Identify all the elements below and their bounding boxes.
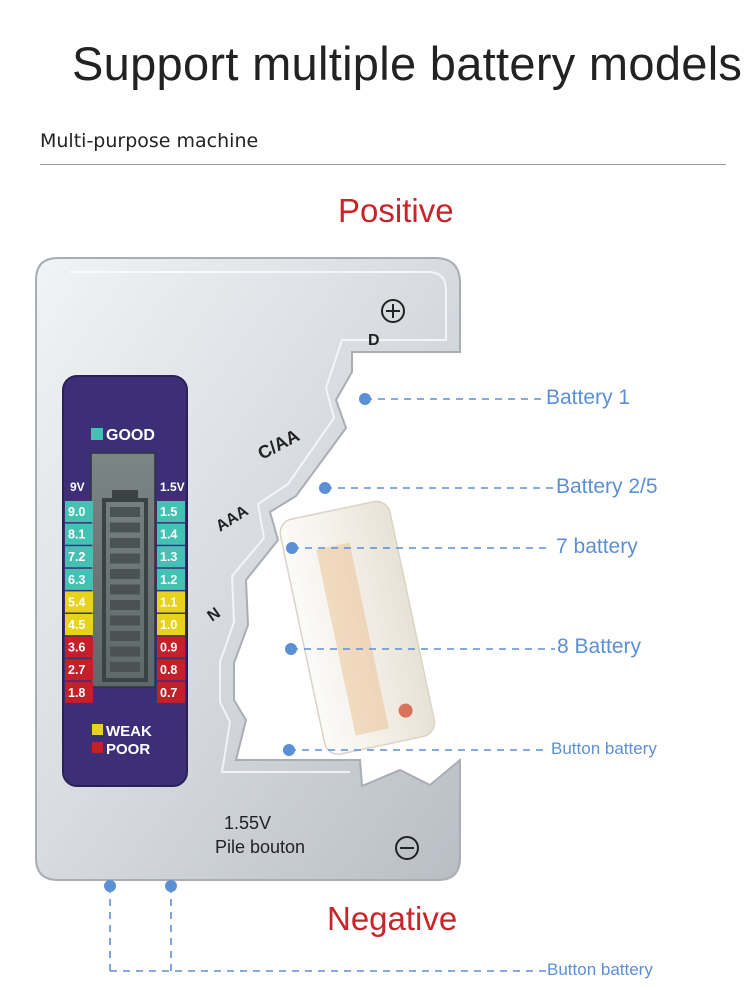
lcd-segment	[110, 538, 140, 548]
callout-battery-1: Battery 1	[546, 386, 631, 409]
callout-dots	[104, 393, 371, 892]
left-scale-cell	[65, 636, 93, 658]
good-swatch	[91, 428, 103, 440]
subtitle: Multi-purpose machine	[40, 130, 259, 152]
slot-label-d: D	[368, 332, 380, 349]
left-scale-cell-value: 9.0	[68, 505, 85, 519]
button-voltage: 1.55V	[224, 813, 271, 833]
right-scale-cell	[157, 636, 185, 658]
left-scale-cell	[65, 681, 93, 703]
scale-right: 1.5 1.4 1.3 1.2 1.1 1.0 0.9 0.8 0.7	[157, 501, 185, 703]
lcd-segment	[110, 631, 140, 641]
left-scale-cell-value: 7.2	[68, 550, 85, 564]
right-scale-cell	[157, 614, 185, 636]
lcd-segment	[110, 584, 140, 595]
lcd-segment	[110, 553, 140, 564]
lcd-segment	[110, 646, 140, 657]
right-scale-cell-value: 1.0	[160, 618, 177, 632]
left-scale-cell	[65, 591, 93, 613]
lcd-segment	[110, 662, 140, 672]
plus-icon	[381, 299, 405, 323]
button-name: Pile bouton	[215, 837, 305, 857]
right-scale-cell-value: 0.7	[160, 686, 177, 700]
weak-swatch	[92, 724, 103, 735]
left-scale-cell	[65, 523, 93, 545]
right-header: 1.5V	[160, 480, 185, 494]
callout-button-battery-1: Button battery	[551, 739, 657, 758]
right-scale-cell-value: 1.2	[160, 573, 177, 587]
callout-battery-2-5: Battery 2/5	[556, 475, 658, 498]
left-scale-cell	[65, 546, 93, 568]
right-scale-cell-value: 1.3	[160, 550, 177, 564]
left-scale-cell-value: 3.6	[68, 641, 85, 655]
headline: Support multiple battery models	[72, 37, 743, 90]
callout-lines	[109, 398, 555, 972]
divider	[40, 164, 726, 165]
poor-text: POOR	[106, 741, 150, 758]
lcd-segment	[110, 615, 140, 626]
right-scale-cell	[157, 681, 185, 703]
lcd-segment	[110, 569, 140, 579]
callout-7-battery: 7 battery	[556, 535, 638, 558]
right-scale-cell	[157, 568, 185, 590]
left-scale-cell-value: 4.5	[68, 618, 85, 632]
right-scale-cell-value: 0.9	[160, 641, 177, 655]
left-scale-cell	[65, 501, 93, 523]
left-scale-cell-value: 5.4	[68, 595, 85, 609]
left-scale-cell-value: 1.8	[68, 686, 85, 700]
scale-left: 9.0 8.1 7.2 6.3 5.4 4.5 3.6 2.7 1.8	[65, 501, 93, 703]
lcd-segment	[110, 507, 140, 517]
lcd-segment	[110, 522, 140, 533]
right-scale-cell	[157, 523, 185, 545]
poor-swatch	[92, 742, 103, 753]
right-scale-cell-value: 1.4	[160, 528, 177, 542]
right-scale-cell	[157, 591, 185, 613]
right-scale-cell	[157, 501, 185, 523]
left-scale-cell-value: 2.7	[68, 663, 85, 677]
right-scale-cell-value: 1.5	[160, 505, 177, 519]
left-scale-cell	[65, 568, 93, 590]
good-text: GOOD	[106, 427, 155, 444]
left-scale-cell-value: 6.3	[68, 573, 85, 587]
left-scale-cell	[65, 614, 93, 636]
positive-label: Positive	[338, 192, 454, 229]
minus-icon	[395, 836, 419, 860]
right-scale-cell	[157, 659, 185, 681]
right-scale-cell-value: 0.8	[160, 663, 177, 677]
left-scale-cell-value: 8.1	[68, 528, 85, 542]
left-scale-cell	[65, 659, 93, 681]
negative-label: Negative	[327, 900, 458, 937]
right-scale-cell	[157, 546, 185, 568]
callout-button-battery-2: Button battery	[547, 960, 653, 979]
callout-8-battery: 8 Battery	[557, 635, 642, 658]
lcd-bars	[110, 507, 140, 672]
right-scale-cell-value: 1.1	[160, 595, 177, 609]
aa-battery-image	[279, 500, 436, 755]
lcd-segment	[110, 600, 140, 610]
weak-text: WEAK	[106, 723, 152, 740]
left-header: 9V	[70, 480, 85, 494]
